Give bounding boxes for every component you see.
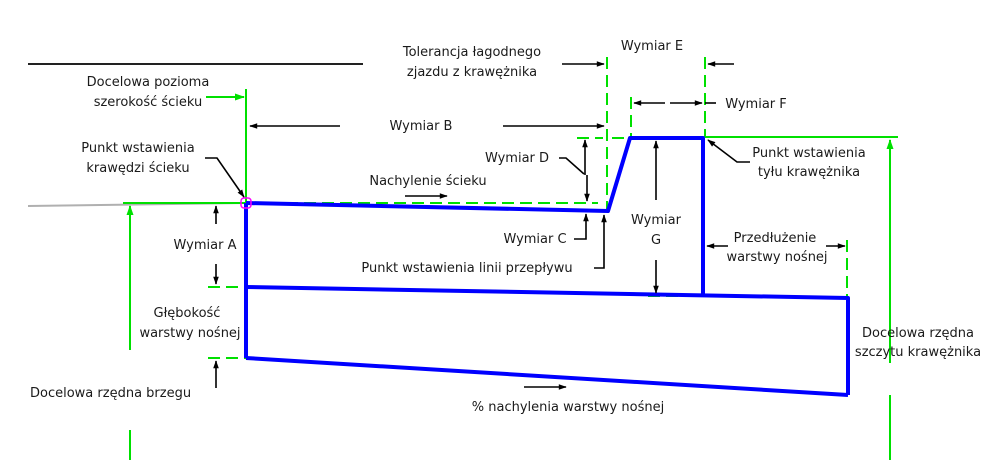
flowline-insertion-label: Punkt wstawienia linii przepływu [361, 261, 572, 276]
dim-e-label: Wymiar E [621, 39, 683, 54]
smooth-transition-label-2: zjazdu z krawężnika [407, 65, 537, 80]
subbase-extension-label-2: warstwy nośnej [726, 250, 827, 265]
subbase-bottom [245, 356, 849, 397]
subbase-top [245, 285, 850, 395]
gutter-edge-insertion-label-1: Punkt wstawienia [81, 141, 194, 156]
flowline-leader [594, 214, 607, 269]
smooth-transition-label-1: Tolerancja łagodnego [402, 45, 541, 60]
target-edge-elevation-label: Docelowa rzędna brzegu [30, 386, 191, 401]
dim-c-label: Wymiar C [503, 232, 566, 247]
gutter-slope-label: Nachylenie ścieku [369, 174, 486, 189]
subbase-depth-label-2: warstwy nośnej [139, 326, 240, 341]
dim-b-label: Wymiar B [390, 119, 453, 134]
curb-gutter-profile [244, 136, 850, 397]
target-top-curb-elevation-label-1: Docelowa rzędna [862, 326, 974, 341]
subbase-extension-label-1: Przedłużenie [734, 231, 817, 246]
target-top-curb-elevation-label-2: szczytu krawężnika [855, 345, 981, 360]
gutter-and-curb-surface [245, 136, 705, 296]
dim-d-leader [559, 157, 585, 175]
dim-d-label: Wymiar D [485, 151, 549, 166]
subbase-depth-label-1: Głębokość [154, 306, 221, 321]
edge-insertion-leader [205, 157, 245, 198]
guide-lines [123, 89, 898, 460]
dim-c-leader [574, 213, 589, 240]
dim-f-label: Wymiar F [725, 97, 787, 112]
back-of-curb-insertion-label-1: Punkt wstawienia [752, 146, 865, 161]
dim-g-label-2: G [651, 233, 661, 248]
labels: Docelowa pozioma szerokość ścieku Punkt … [30, 39, 981, 415]
subbase-slope-label: % nachylenia warstwy nośnej [472, 400, 664, 415]
target-gutter-width-label-2: szerokość ścieku [94, 95, 203, 110]
dimension-arrows [205, 61, 846, 390]
back-of-curb-insertion-label-2: tyłu krawężnika [758, 165, 860, 180]
gutter-edge-insertion-label-2: krawędzi ścieku [86, 161, 189, 176]
target-gutter-width-label-1: Docelowa pozioma [87, 75, 210, 90]
insertion-point-marker [240, 197, 252, 209]
dim-a-label: Wymiar A [174, 238, 237, 253]
dim-g-label-1: Wymiar [631, 213, 682, 228]
back-of-curb-leader [707, 139, 750, 163]
